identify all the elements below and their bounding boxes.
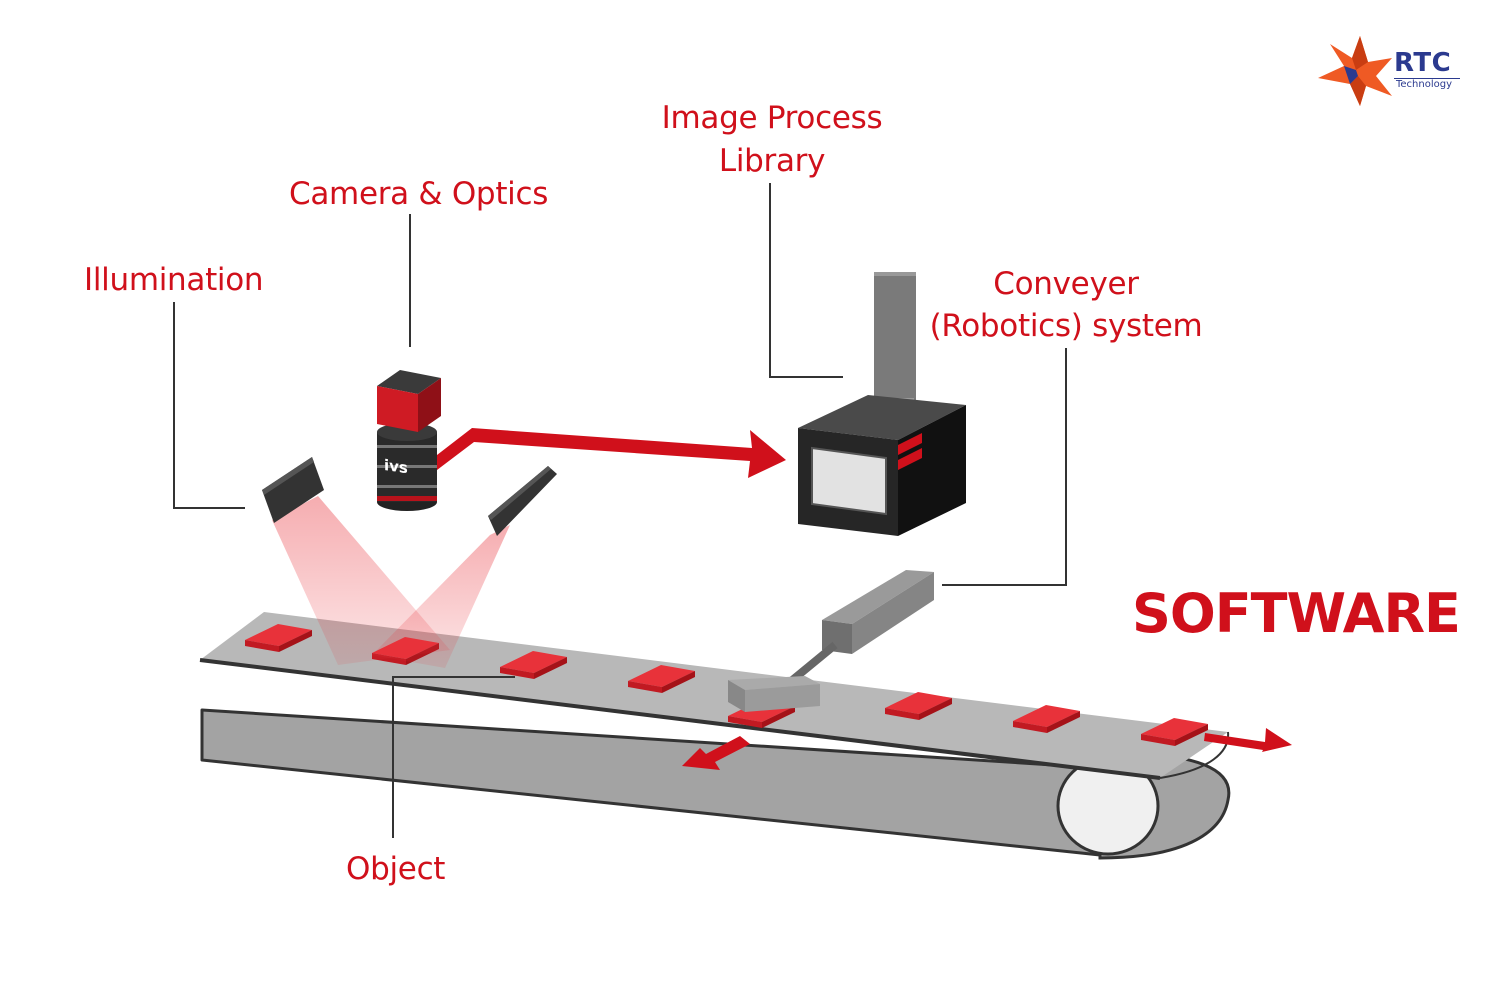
label-camera-optics: Camera & Optics [289, 176, 549, 212]
leader-lines [173, 183, 1067, 838]
light-beams [272, 496, 510, 668]
leader-object [392, 676, 515, 838]
camera: ivs [377, 370, 441, 511]
illumination-lights [262, 457, 557, 536]
rtc-logo-brand: RTC [1394, 48, 1452, 78]
object-3 [500, 651, 567, 679]
rtc-logo: RTC Technology [1394, 48, 1460, 90]
label-image-process-line2: Library [718, 143, 826, 179]
label-software: SOFTWARE [1132, 582, 1461, 645]
label-image-process-line1: Image Process [661, 100, 883, 136]
computer-unit [798, 272, 966, 536]
object-5 [885, 692, 952, 720]
leader-image-process [769, 183, 843, 378]
object-6 [1013, 705, 1080, 733]
leader-illumination [173, 302, 245, 509]
signal-arrow [437, 428, 786, 478]
camera-brand-logo: ivs [384, 456, 408, 477]
label-object: Object [346, 851, 446, 887]
reject-arrow [682, 736, 750, 770]
illumination-light-right [488, 466, 557, 536]
rtc-logo-subtitle: Technology [1394, 78, 1460, 90]
leader-conveyer [942, 348, 1067, 586]
object-1 [245, 624, 312, 652]
rtc-logo-icon [1318, 36, 1392, 106]
robotic-pusher [728, 570, 934, 712]
label-conveyer-line2: (Robotics) system [929, 308, 1203, 344]
label-conveyer-line1: Conveyer [993, 266, 1139, 302]
label-illumination: Illumination [84, 262, 264, 298]
illumination-light-left [262, 457, 324, 523]
pass-arrow [1204, 728, 1292, 752]
conveyor-belt-lower [200, 708, 1231, 860]
object-4 [628, 665, 695, 693]
object-7 [1141, 718, 1208, 746]
